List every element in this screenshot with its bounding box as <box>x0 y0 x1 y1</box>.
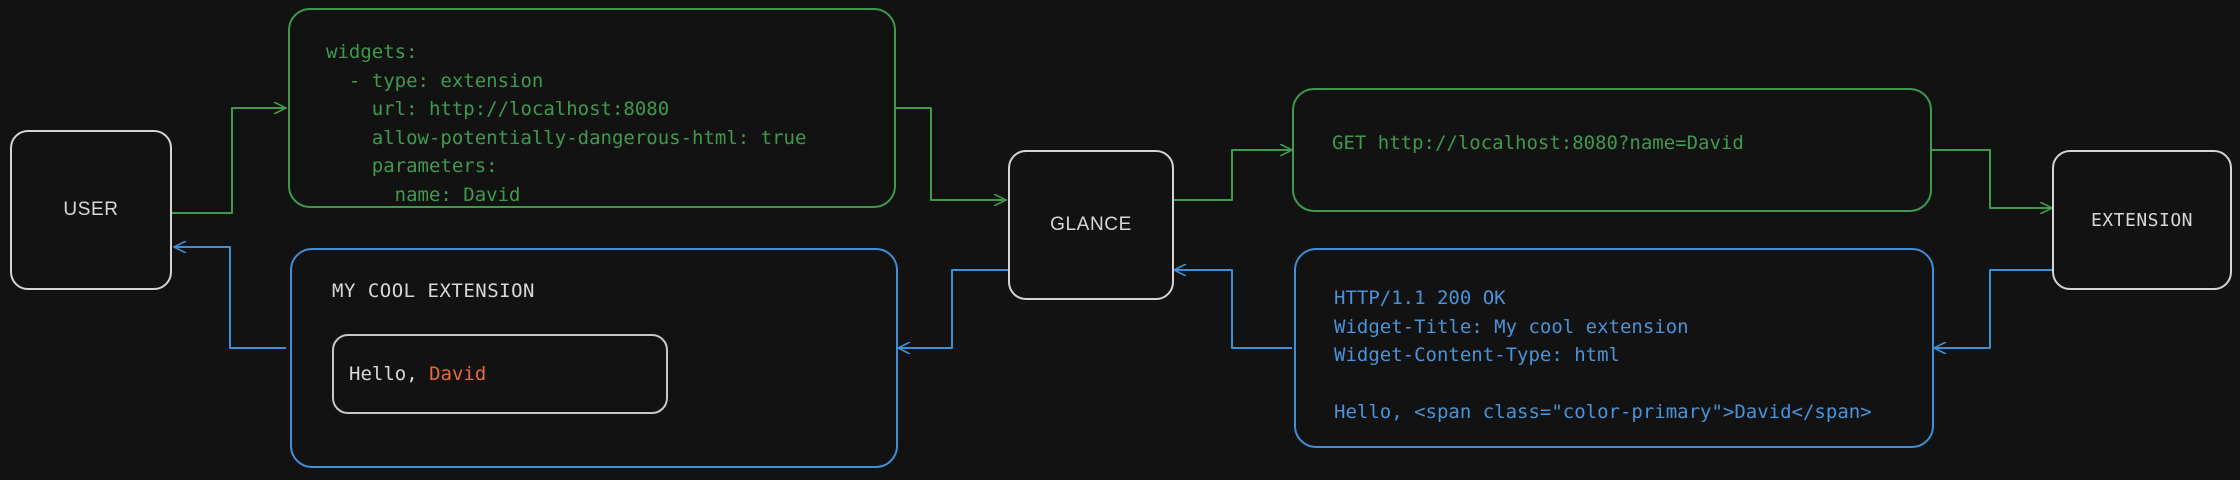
node-extension[interactable]: EXTENSION <box>2052 150 2232 290</box>
widget-greeting-accent: David <box>429 363 487 385</box>
edge-request-to-extension <box>1930 149 2052 208</box>
box-http-request: GET http://localhost:8080?name=David <box>1292 88 1932 212</box>
widget-greeting: Hello, David <box>334 363 486 385</box>
edge-extension-to-response <box>1934 269 2052 348</box>
widget-greeting-prefix: Hello, <box>349 363 430 385</box>
edge-response-to-glance <box>1174 270 1292 349</box>
node-user-label: USER <box>63 199 119 220</box>
edge-widget-to-user <box>174 247 286 349</box>
edge-glance-to-widget <box>898 269 1008 348</box>
box-http-response: HTTP/1.1 200 OK Widget-Title: My cool ex… <box>1294 248 1934 448</box>
widget-content-frame: Hello, David <box>332 334 668 414</box>
node-extension-label: EXTENSION <box>2090 209 2194 231</box>
node-glance[interactable]: GLANCE <box>1008 150 1174 300</box>
config-yaml-text: widgets: - type: extension url: http://l… <box>326 41 807 206</box>
widget-title: MY COOL EXTENSION <box>332 280 535 302</box>
http-request-text: GET http://localhost:8080?name=David <box>1332 132 1744 154</box>
edge-config-to-glance-2 <box>895 107 1006 200</box>
node-user[interactable]: USER <box>10 130 172 290</box>
edge-user-to-config <box>172 108 286 214</box>
box-config-yaml: widgets: - type: extension url: http://l… <box>288 8 896 208</box>
node-glance-label: GLANCE <box>1050 214 1132 235</box>
edge-glance-to-request <box>1172 150 1292 201</box>
box-rendered-widget: MY COOL EXTENSION Hello, David <box>290 248 898 468</box>
http-response-text: HTTP/1.1 200 OK Widget-Title: My cool ex… <box>1334 287 1872 423</box>
